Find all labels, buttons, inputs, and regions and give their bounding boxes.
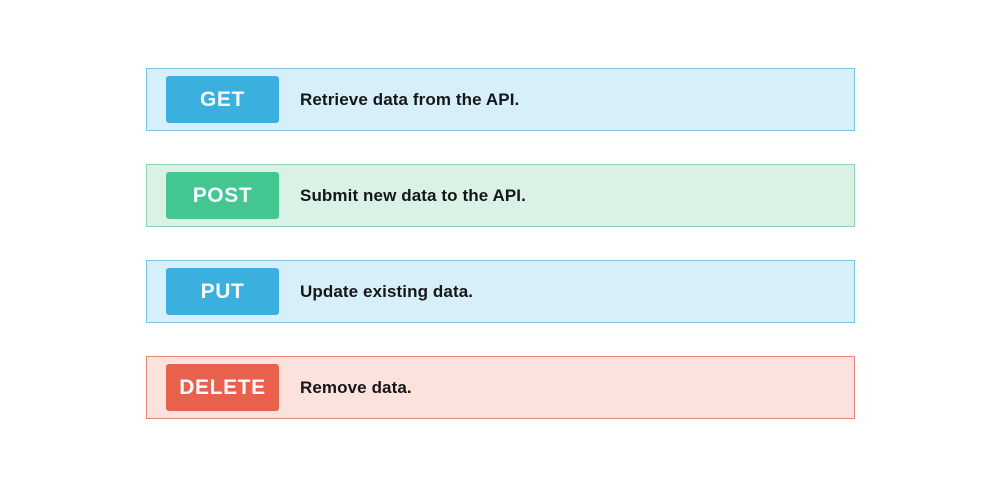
method-row[interactable]: GET Retrieve data from the API.: [146, 68, 855, 131]
method-badge-delete: DELETE: [166, 364, 279, 411]
method-badge-put: PUT: [166, 268, 279, 315]
method-row[interactable]: DELETE Remove data.: [146, 356, 855, 419]
method-row[interactable]: PUT Update existing data.: [146, 260, 855, 323]
method-badge-get: GET: [166, 76, 279, 123]
method-description: Update existing data.: [300, 281, 474, 301]
method-row[interactable]: POST Submit new data to the API.: [146, 164, 855, 227]
method-description: Submit new data to the API.: [300, 185, 526, 205]
method-badge-post: POST: [166, 172, 279, 219]
http-methods-list: GET Retrieve data from the API. POST Sub…: [146, 68, 855, 419]
method-description: Retrieve data from the API.: [300, 89, 520, 109]
method-description: Remove data.: [300, 377, 412, 397]
